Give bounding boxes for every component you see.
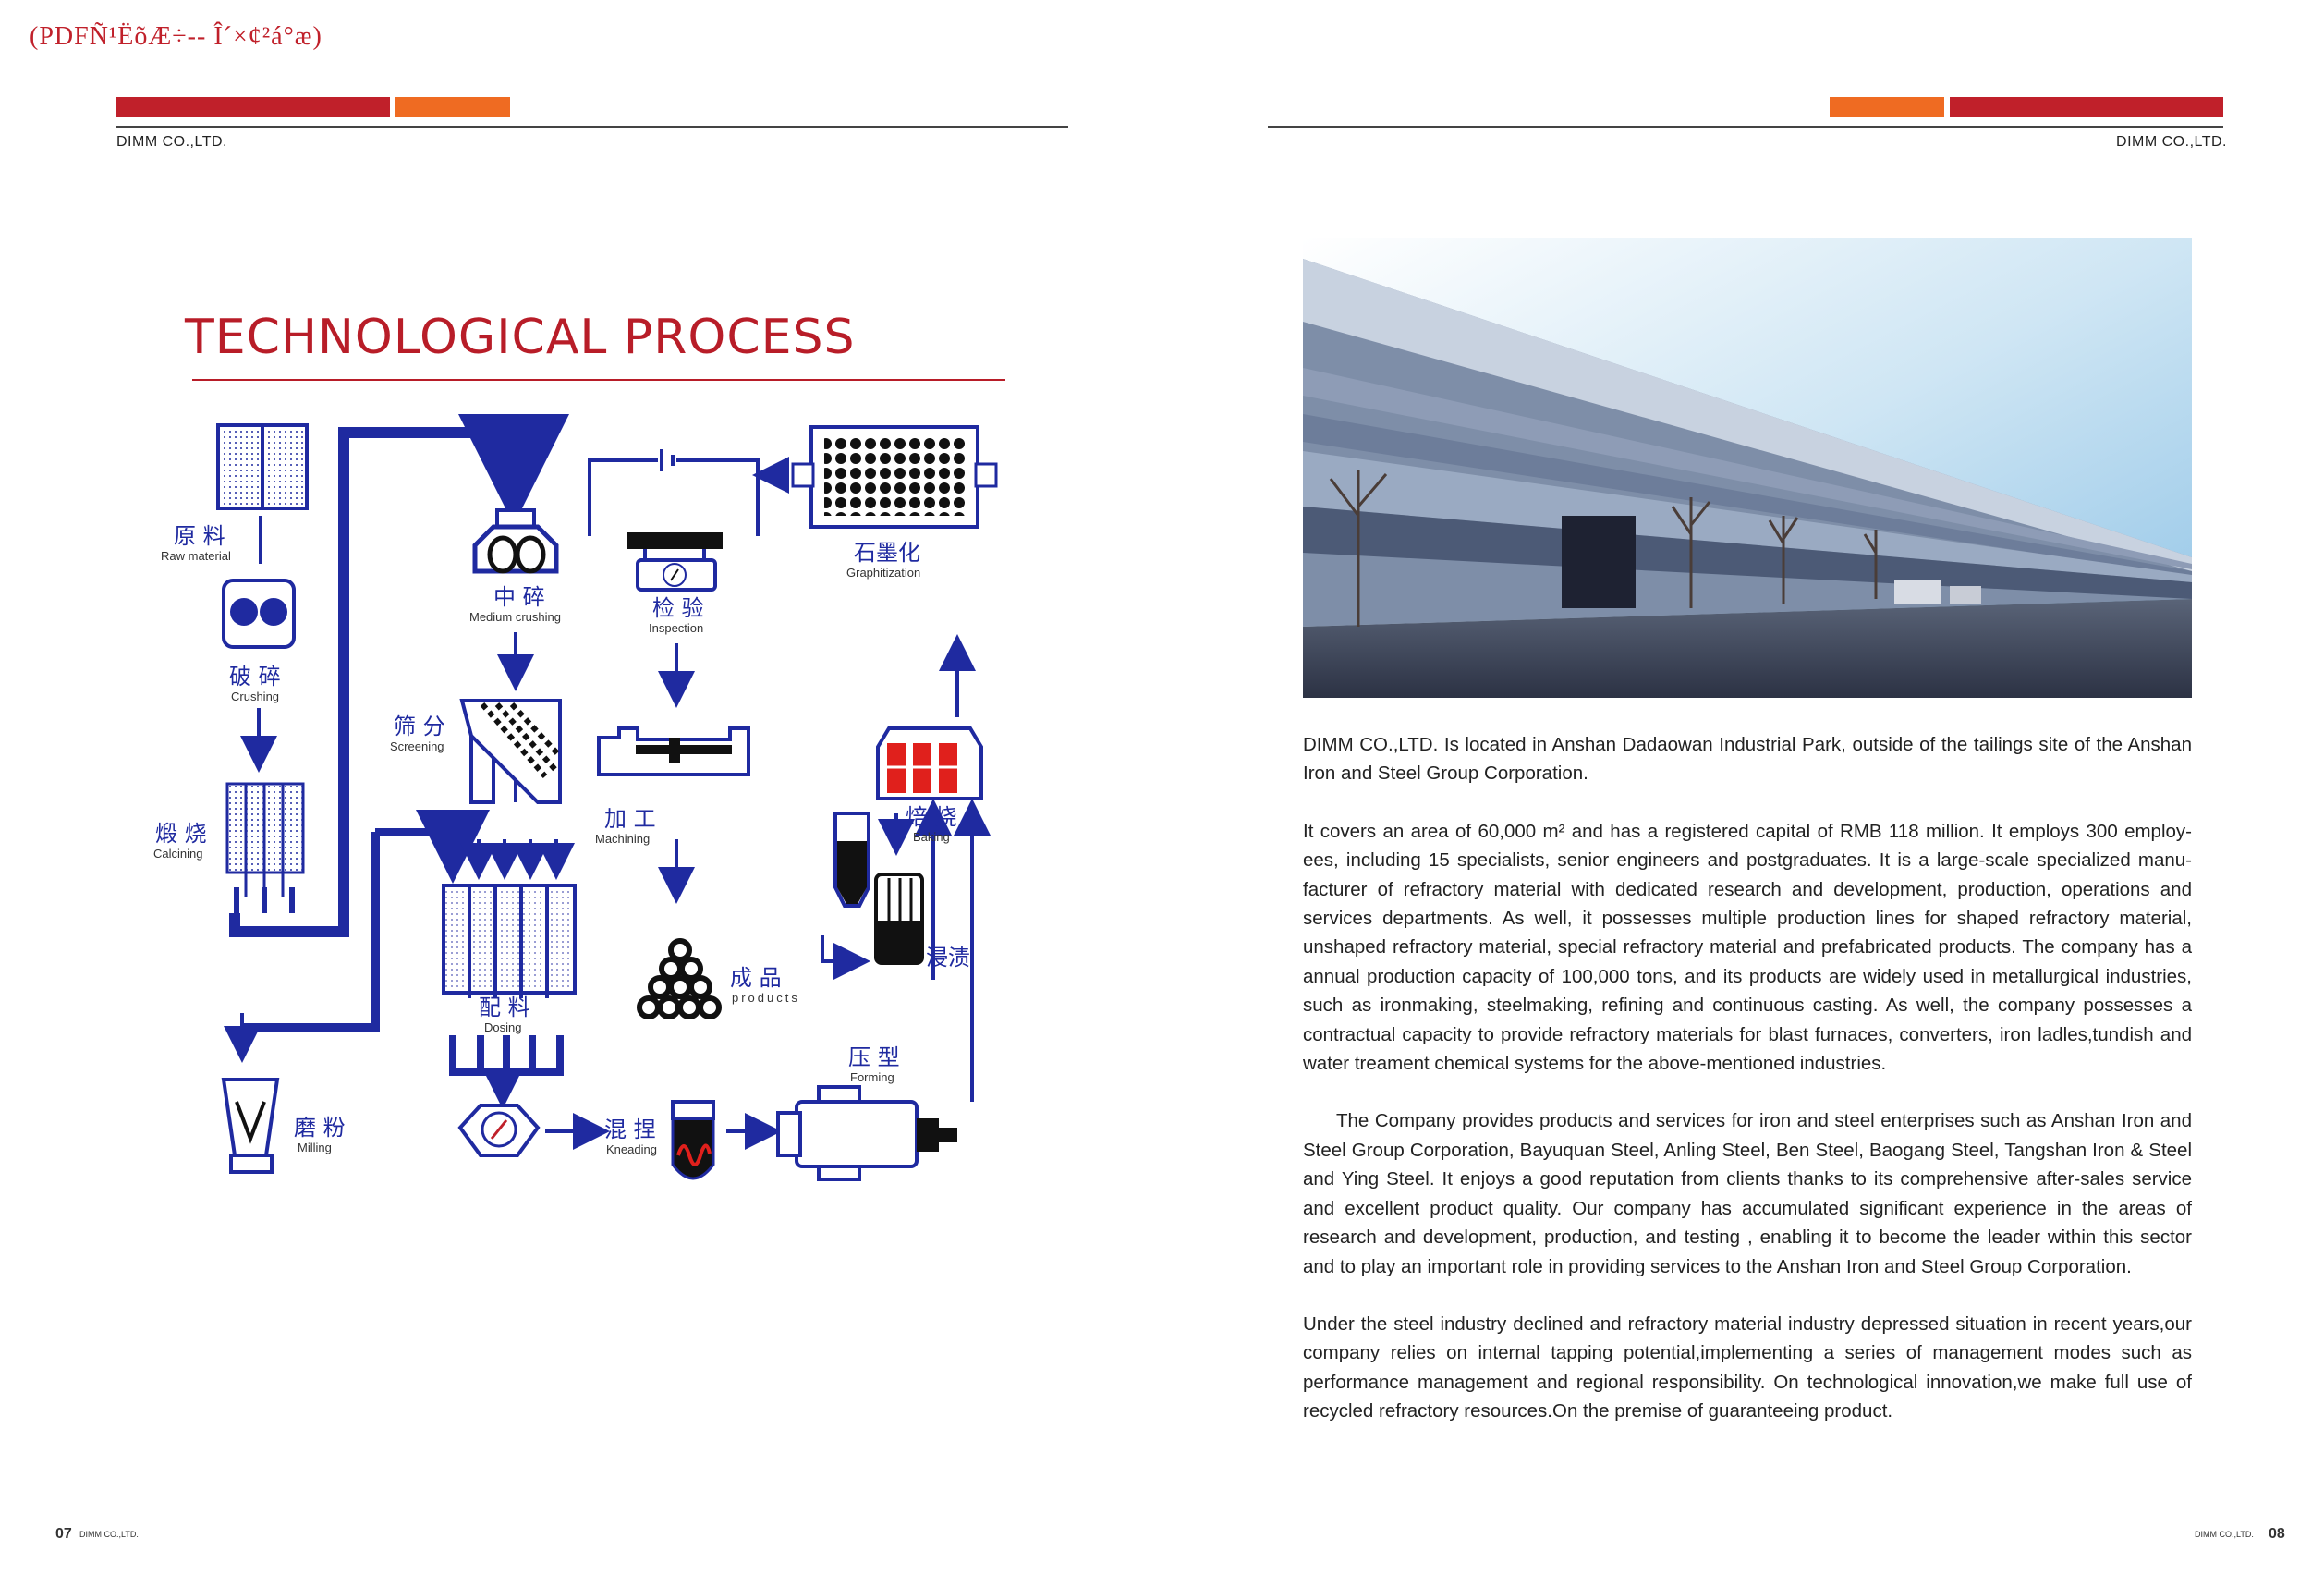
step-label-calcining-en: Calcining [153,847,202,861]
header-rule-right [1268,126,2223,128]
watermark-text: (PDFÑ¹ËõÆ÷-- Î´×¢²á°æ) [30,22,322,51]
step-label-inspection-cn: 检 验 [652,595,704,621]
paragraph-clients: The Company provides products and servic… [1303,1110,2192,1277]
header-rule-left [116,126,1068,128]
step-label-inspection-en: Inspection [649,621,703,635]
step-label-impregnation-cn: 浸渍 [926,945,970,971]
medium-crushing-icon [472,508,559,574]
header-orange-bar-right [1830,97,1944,117]
step-label-calcining-cn: 煅 烧 [155,821,207,847]
step-label-products-en: products [732,991,800,1005]
milling-icon [221,1078,280,1174]
header-company-right: DIMM CO.,LTD. [2116,134,2227,150]
raw-material-icon [216,423,309,510]
crushing-icon [222,579,296,649]
baking-icon [876,726,983,800]
step-label-forming-en: Forming [850,1070,894,1084]
products-icon [637,938,722,1019]
machining-icon [597,726,750,776]
footer-company-right: DIMM CO.,LTD. [2195,1530,2254,1539]
weighing-icon [457,1104,541,1157]
step-label-medium-crushing-cn: 中 碎 [493,584,545,610]
step-label-milling-en: Milling [298,1141,332,1154]
step-label-kneading-cn: 混 捏 [604,1117,656,1142]
step-label-screening-en: Screening [390,739,444,753]
step-label-screening-cn: 筛 分 [394,714,445,739]
step-label-crushing-cn: 破 碎 [229,664,281,690]
page-number-right: 08 [2269,1526,2285,1542]
step-label-machining-en: Machining [595,832,650,846]
step-label-milling-cn: 磨 粉 [294,1115,346,1141]
header-red-bar-left [116,97,390,117]
header-company-left: DIMM CO.,LTD. [116,134,227,150]
forming-icon [776,1085,957,1181]
factory-photo [1303,238,2192,698]
graphitization-icon [791,425,998,529]
page-title: TECHNOLOGICAL PROCESS [185,310,856,365]
factory-building-photo [1303,238,2192,698]
company-description: DIMM CO.,LTD. Is located in Anshan Dadao… [1303,730,2192,1455]
header-red-bar-right [1950,97,2223,117]
calcining-icon [225,782,305,897]
inspection-icon [588,449,760,592]
title-underline [192,379,1005,381]
step-label-dosing-cn: 配 料 [479,995,530,1020]
process-flow-diagram: 原 料 Raw material 破 碎 Crushing 煅 烧 Calcin… [153,414,998,1181]
step-label-forming-cn: 压 型 [848,1044,900,1070]
paragraph-overview: It covers an area of 60,000 m² and has a… [1303,820,2192,1075]
step-label-medium-crushing-en: Medium crushing [469,610,561,624]
step-label-dosing-en: Dosing [484,1020,521,1034]
paragraph-innovation: Under the steel industry declined and re… [1303,1312,2192,1422]
step-label-raw-material-cn: 原 料 [174,523,225,549]
step-label-graphitization-en: Graphitization [846,566,920,580]
step-label-raw-material-en: Raw material [161,549,231,563]
step-label-graphitization-cn: 石墨化 [854,540,920,566]
screening-icon [459,699,562,804]
kneading-icon [671,1100,715,1180]
page-number-left: 07 [55,1526,72,1542]
paragraph-location: DIMM CO.,LTD. Is located in Anshan Dadao… [1303,734,2192,785]
step-label-products-cn: 成 品 [730,965,782,991]
footer-company-left: DIMM CO.,LTD. [79,1530,139,1539]
header-orange-bar-left [395,97,510,117]
step-label-crushing-en: Crushing [231,690,279,703]
step-label-baking-cn: 焙 烧 [906,804,957,830]
step-label-machining-cn: 加 工 [604,806,656,832]
dosing-icon [442,884,577,998]
impregnation-icon [833,812,924,965]
step-label-baking-en: Baking [913,830,950,844]
step-label-kneading-en: Kneading [606,1142,657,1156]
